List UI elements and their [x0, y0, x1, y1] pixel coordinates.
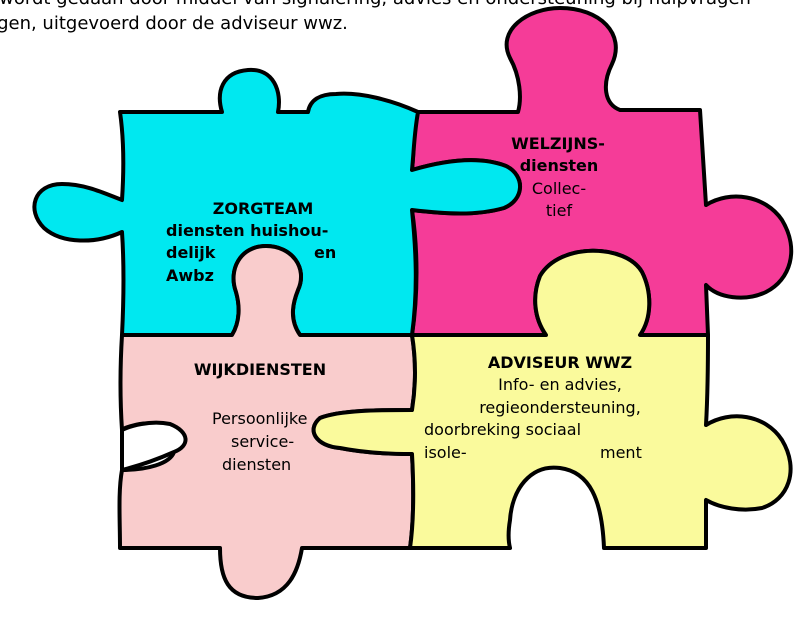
adviseur-line-3: doorbreking sociaal: [424, 420, 582, 439]
zorgteam-line-2b: en: [314, 243, 337, 262]
intro-line-2: vragen, uitgevoerd door de adviseur wwz.: [0, 13, 348, 34]
intro-line-1: lijk wordt gedaan door middel van signal…: [0, 0, 751, 11]
welzijn-title-2: diensten: [519, 156, 599, 175]
zorgteam-line-1: diensten huishou-: [166, 221, 329, 240]
zorgteam-line-3: Awbz: [166, 266, 214, 285]
adviseur-line-4b: ment: [600, 443, 642, 462]
welzijn-line-1: Collec-: [531, 179, 587, 198]
zorgteam-title: ZORGTEAM: [212, 199, 314, 218]
zorgteam-line-2a: delijk: [166, 243, 216, 262]
puzzle-piece-adviseur: [311, 248, 793, 550]
wijkdiensten-line-3: diensten: [222, 455, 292, 474]
wijkdiensten-line-1: Persoonlijke: [212, 409, 308, 428]
puzzle-hole: [120, 420, 188, 472]
adviseur-line-1: Info- en advies,: [498, 375, 622, 394]
adviseur-line-4a: isole-: [424, 443, 467, 462]
puzzle-piece-zorgteam: [32, 67, 522, 337]
wijkdiensten-line-2: service-: [231, 432, 295, 451]
adviseur-title: ADVISEUR WWZ: [487, 353, 633, 372]
adviseur-line-2: regieondersteuning,: [479, 398, 641, 417]
welzijn-line-2: tief: [545, 201, 573, 220]
wijkdiensten-title: WIJKDIENSTEN: [193, 360, 327, 379]
intro-text: lijk wordt gedaan door middel van signal…: [0, 0, 751, 36]
welzijn-title-1: WELZIJNS-: [511, 134, 605, 153]
